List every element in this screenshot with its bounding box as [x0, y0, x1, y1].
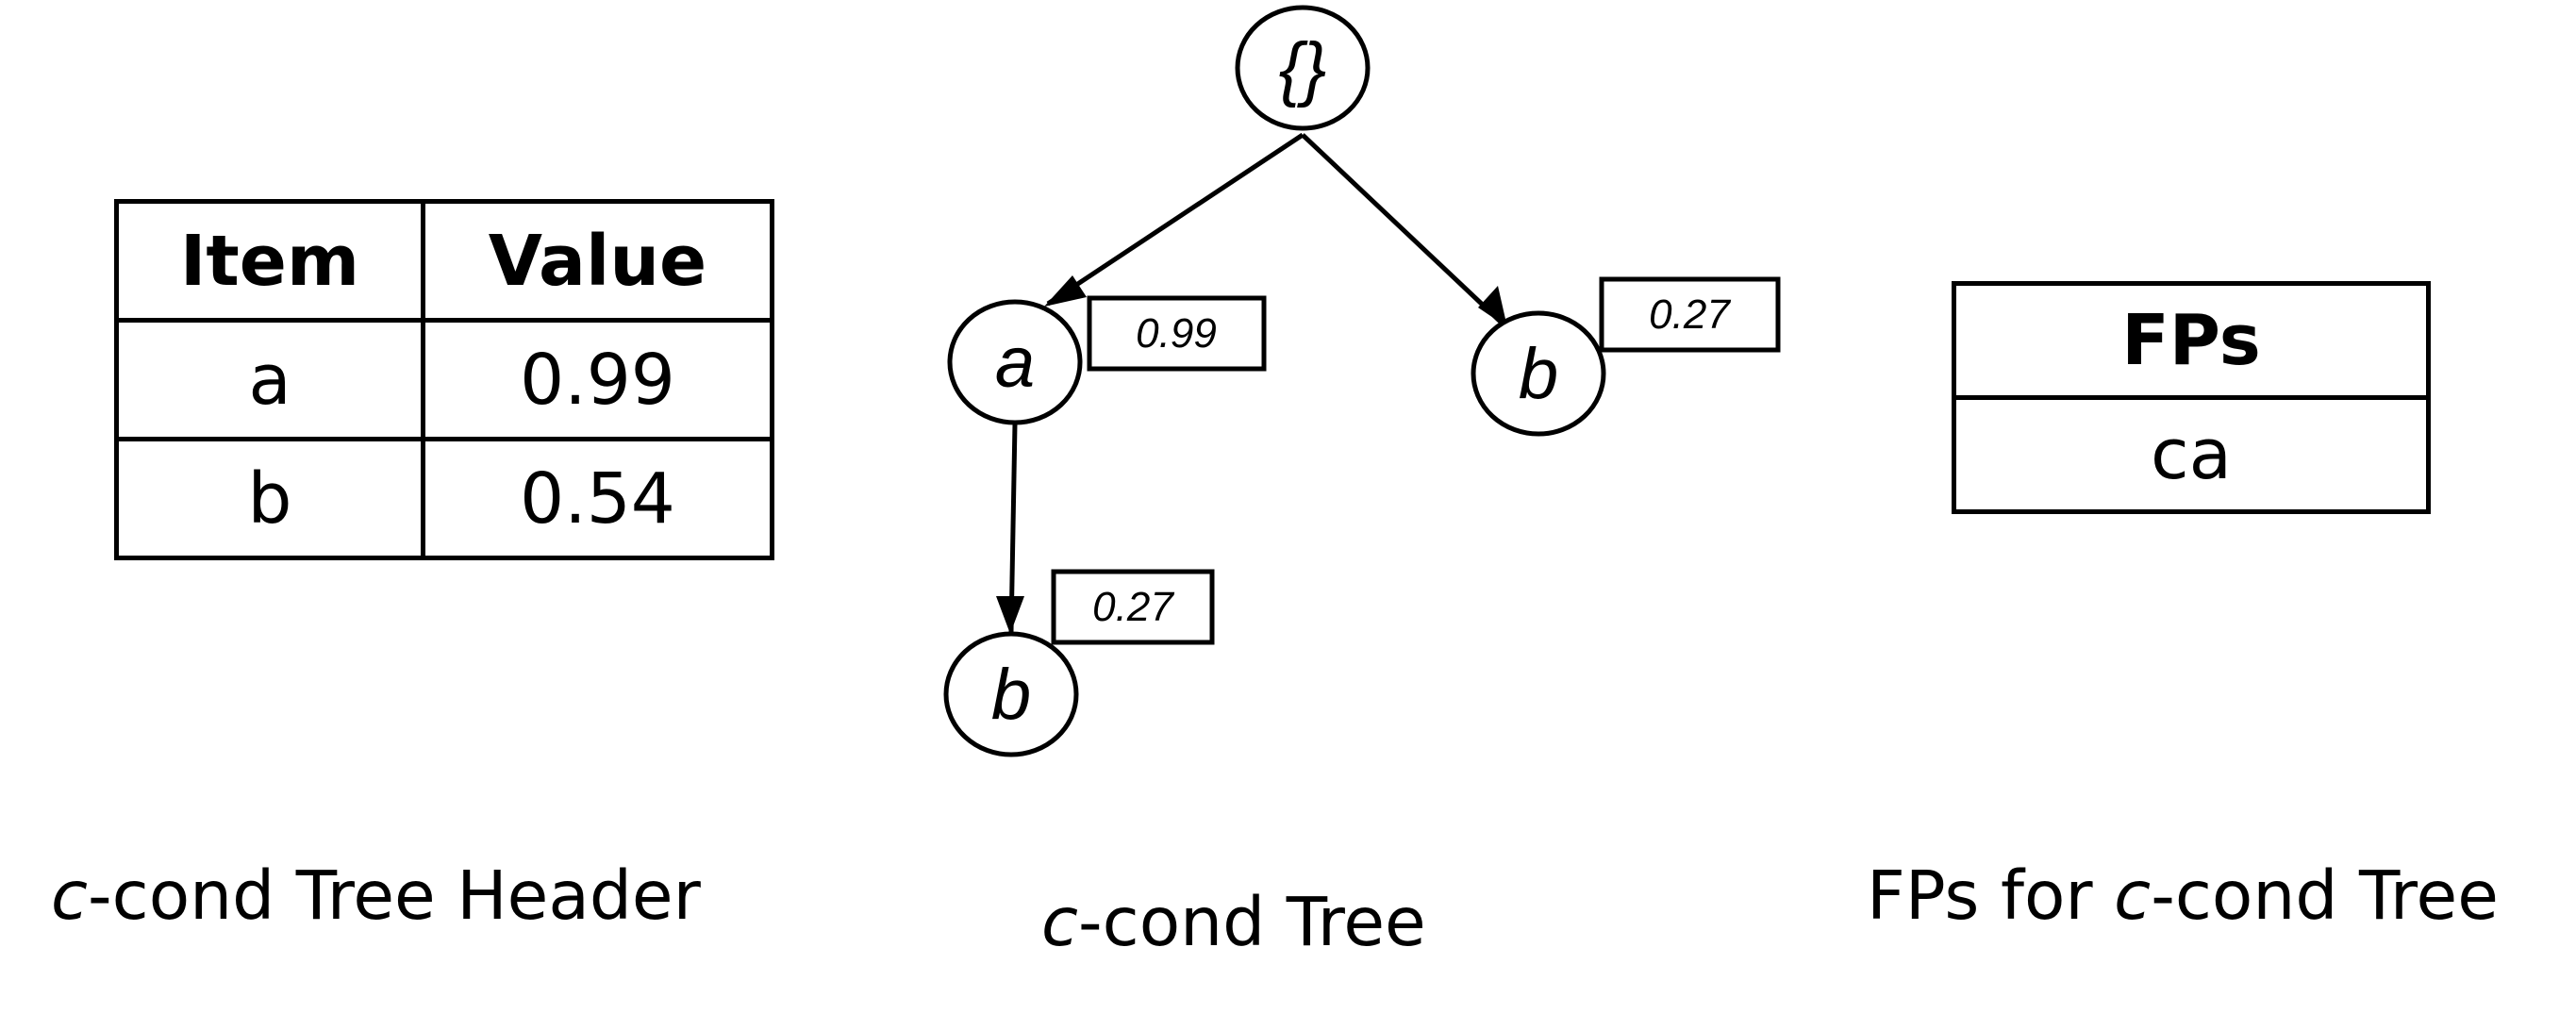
node-b-child-label: b [991, 655, 1031, 735]
tree-node-b-right: b 0.27 [1471, 276, 1781, 437]
column-header-fps: FPs [1952, 281, 2431, 400]
arrowhead-a [1044, 275, 1087, 307]
caption-italic-c: c [1041, 883, 1079, 961]
arrowhead-b-right [1478, 286, 1507, 327]
header-table: Item Value a 0.99 b 0.54 [114, 199, 774, 560]
item-cell: b [114, 437, 425, 560]
header-table-head-row: Item Value [114, 199, 774, 323]
root-node-label: {} [1279, 28, 1327, 108]
table-row: ca [1952, 395, 2431, 514]
count-box-b-child [1051, 569, 1215, 645]
count-box-a [1087, 295, 1267, 372]
item-cell: a [114, 318, 425, 441]
table-row: a 0.99 [114, 318, 774, 441]
count-label-a: 0.99 [1136, 310, 1217, 357]
column-header-value: Value [421, 199, 774, 323]
count-label-b-child: 0.27 [1092, 584, 1174, 630]
caption-text: -cond Tree Header [88, 856, 701, 935]
header-table-caption: c-cond Tree Header [51, 862, 701, 929]
arrowhead-b-child [996, 596, 1024, 634]
caption-italic-c: c [2114, 856, 2152, 935]
node-b-right-label: b [1519, 334, 1558, 414]
fps-caption: FPs for c-cond Tree [1867, 862, 2499, 929]
count-label-b-right: 0.27 [1649, 291, 1731, 338]
caption-italic-c: c [51, 856, 89, 935]
table-row: b 0.54 [114, 437, 774, 560]
fps-table-head-row: FPs [1952, 281, 2431, 400]
node-a-label: a [995, 323, 1035, 403]
tree-caption: c-cond Tree [1041, 889, 1426, 956]
edge-root-to-a [1046, 132, 1305, 307]
caption-text: -cond Tree [1078, 883, 1426, 961]
tree-edges [996, 132, 1507, 634]
value-cell: 0.54 [421, 437, 774, 560]
value-cell: 0.99 [421, 318, 774, 441]
tree-node-root: {} [1235, 5, 1371, 131]
count-box-b-right [1599, 276, 1781, 353]
tree-node-b-child: b 0.27 [943, 569, 1215, 757]
caption-prefix: FPs for [1867, 856, 2115, 935]
fps-table: FPs ca [1952, 281, 2431, 514]
caption-text: -cond Tree [2151, 856, 2499, 935]
edge-root-to-b-right [1301, 133, 1506, 327]
column-header-item: Item [114, 199, 425, 323]
tree-node-a: a 0.99 [947, 295, 1267, 425]
fps-cell: ca [1952, 395, 2431, 514]
